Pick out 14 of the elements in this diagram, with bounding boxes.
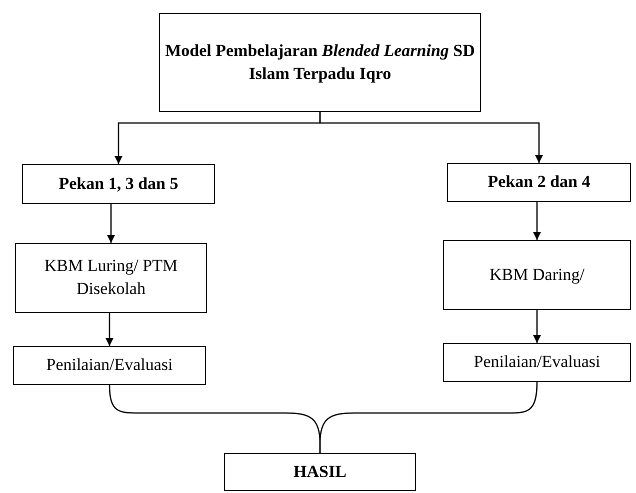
process-box: Pekan 2 dan 4 bbox=[447, 163, 631, 202]
result-box: HASIL bbox=[224, 453, 416, 491]
curly-brace-connector bbox=[319, 382, 538, 453]
arrow bbox=[533, 202, 541, 240]
process-box: Pekan 1, 3 dan 5 bbox=[22, 164, 215, 204]
arrow bbox=[319, 112, 543, 163]
process-box: KBM Luring/ PTM Disekolah bbox=[15, 243, 207, 313]
arrow bbox=[107, 204, 115, 243]
arrow bbox=[533, 310, 541, 343]
process-box: KBM Daring/ bbox=[443, 240, 631, 310]
arrow bbox=[106, 313, 114, 346]
process-box: Penilaian/Evaluasi bbox=[13, 346, 206, 385]
title-box: Model Pembelajaran Blended Learning SD Islam Terpadu Iqro bbox=[159, 13, 481, 112]
process-box: Penilaian/Evaluasi bbox=[443, 343, 631, 382]
